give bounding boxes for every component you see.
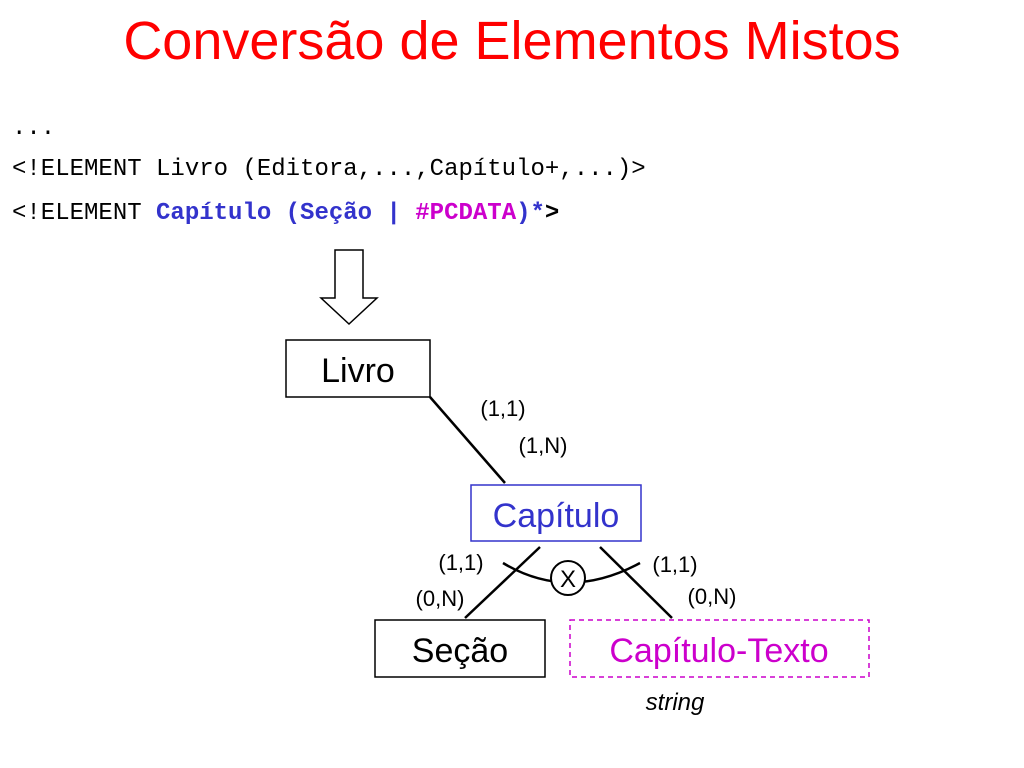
attribute-type-label: string (646, 689, 705, 716)
code-capitulo-name: Capítulo (156, 200, 272, 227)
cardinality-texto: (0,N) (688, 584, 737, 609)
cardinality-capitulo-secao: (1,1) (438, 550, 483, 575)
entity-capitulo-texto-box (569, 619, 870, 678)
cardinality-livro: (1,1) (480, 396, 525, 421)
relationship-capitulo-secao (464, 546, 541, 619)
entity-capitulo-texto-label: Capítulo-Texto (609, 632, 828, 670)
cardinality-secao: (0,N) (416, 586, 465, 611)
entity-capitulo-box (470, 484, 642, 542)
cardinality-capitulo: (1,N) (519, 433, 568, 458)
entity-capitulo-label: Capítulo (493, 497, 620, 535)
entity-livro-label: Livro (321, 352, 395, 390)
code-pcdata: #PCDATA (415, 200, 517, 227)
exclusion-x-icon: X (560, 566, 576, 593)
code-element-keyword: <!ELEMENT (12, 200, 157, 227)
conversion-arrow-icon (319, 249, 379, 326)
entity-livro-box (285, 339, 431, 398)
relationship-capitulo-texto (599, 546, 673, 619)
code-element-end: > (544, 200, 560, 227)
relationship-livro-capitulo (429, 396, 506, 484)
slide-title: Conversão de Elementos Mistos (123, 11, 901, 71)
code-line-livro-element: <!ELEMENT Livro (Editora,...,Capítulo+,.… (12, 156, 646, 183)
code-line-ellipsis: ... (12, 115, 56, 142)
exclusion-circle (550, 560, 586, 596)
code-group-close: ) (516, 200, 531, 227)
cardinality-capitulo-texto: (1,1) (652, 552, 697, 577)
code-line-capitulo-element: <!ELEMENT Capítulo (Seção | #PCDATA)*> (12, 202, 559, 226)
code-star: * (530, 200, 545, 227)
entity-secao-label: Seção (412, 632, 508, 670)
entity-secao-box (374, 619, 546, 678)
code-group-open: (Seção | (271, 200, 416, 227)
